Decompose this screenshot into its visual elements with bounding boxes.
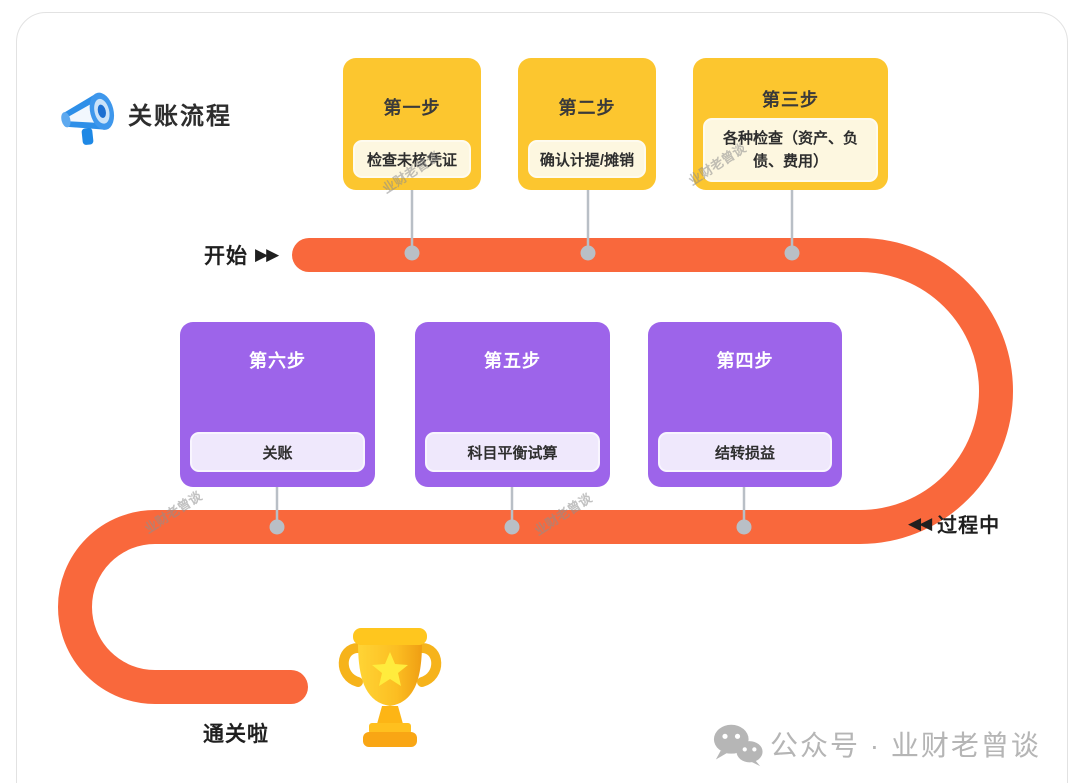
progress-label: ◀◀过程中 <box>908 509 1000 538</box>
step-title: 第六步 <box>249 351 306 371</box>
step-card-1: 第一步 检查未核凭证 <box>343 58 481 190</box>
step-card-5: 第五步 科目平衡试算 <box>415 322 610 487</box>
step-card-3: 第三步 各种检查（资产、负债、费用） <box>693 58 888 190</box>
step-title: 第三步 <box>762 90 819 110</box>
progress-text: 过程中 <box>937 515 1001 537</box>
step-detail: 关账 <box>190 432 365 472</box>
step-title: 第一步 <box>383 98 441 118</box>
trophy-icon <box>328 622 452 757</box>
snake-path <box>58 238 1013 704</box>
step-detail: 结转损益 <box>658 432 832 472</box>
finish-text: 通关啦 <box>203 723 269 746</box>
step-detail: 检查未核凭证 <box>353 140 471 178</box>
connector-dots <box>269 245 800 535</box>
step-detail: 确认计提/摊销 <box>528 140 646 178</box>
step-card-2: 第二步 确认计提/摊销 <box>518 58 656 190</box>
step-title: 第五步 <box>484 351 541 371</box>
connector-stems <box>275 190 794 524</box>
backward-arrows-icon: ◀◀ <box>908 513 932 533</box>
finish-label: 通关啦 <box>203 718 269 748</box>
forward-arrows-icon: ▶▶ <box>255 245 279 264</box>
start-text: 开始 <box>204 245 248 268</box>
step-detail: 科目平衡试算 <box>425 432 600 472</box>
step-card-6: 第六步 关账 <box>180 322 375 487</box>
step-card-4: 第四步 结转损益 <box>648 322 842 487</box>
step-detail: 各种检查（资产、负债、费用） <box>703 118 878 182</box>
step-title: 第四步 <box>716 351 774 371</box>
megaphone-icon <box>56 80 126 152</box>
page-title: 关账流程 <box>128 103 232 130</box>
start-label: 开始 ▶▶ <box>204 240 279 270</box>
footer-credit: 公众号 · 业财老曾谈 <box>770 730 1041 761</box>
step-title: 第二步 <box>558 98 616 118</box>
wechat-icon <box>712 722 764 768</box>
